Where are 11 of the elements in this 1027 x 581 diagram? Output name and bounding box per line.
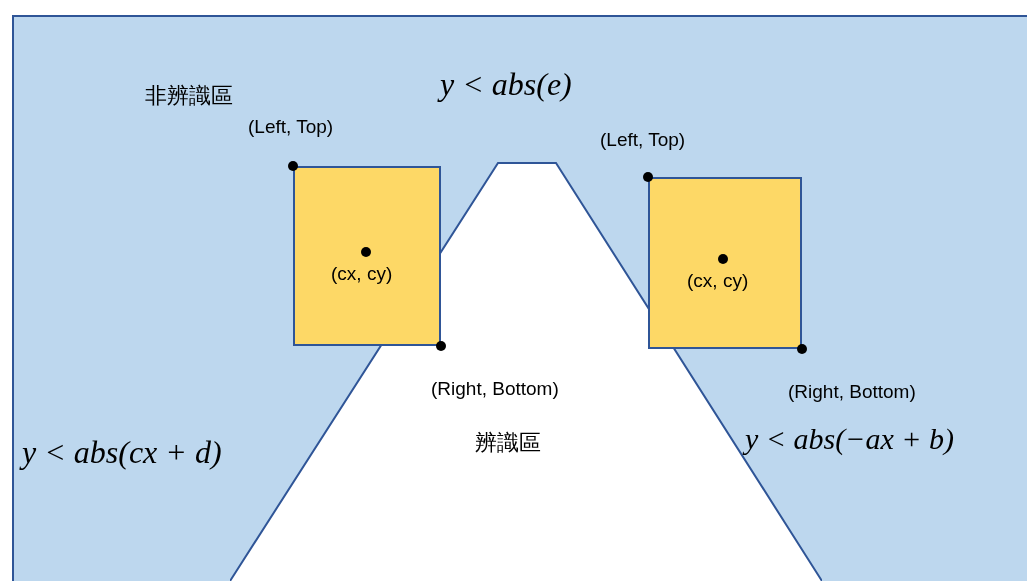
- zone-label: 辨識區: [475, 432, 541, 454]
- corner-label: (Right, Bottom): [788, 382, 916, 401]
- zone-label: (cx, cy): [331, 264, 393, 283]
- corner-label: (Left, Top): [248, 117, 334, 136]
- zone-label: 非辨識區: [145, 85, 233, 107]
- bounding-box: [293, 166, 441, 346]
- corner-label: (Right, Bottom): [431, 379, 559, 398]
- non-recognition-zone: [12, 15, 1027, 581]
- zone-label: (cx, cy): [687, 271, 749, 290]
- bounding-box: [648, 177, 802, 349]
- corner-label: (Left, Top): [600, 130, 686, 149]
